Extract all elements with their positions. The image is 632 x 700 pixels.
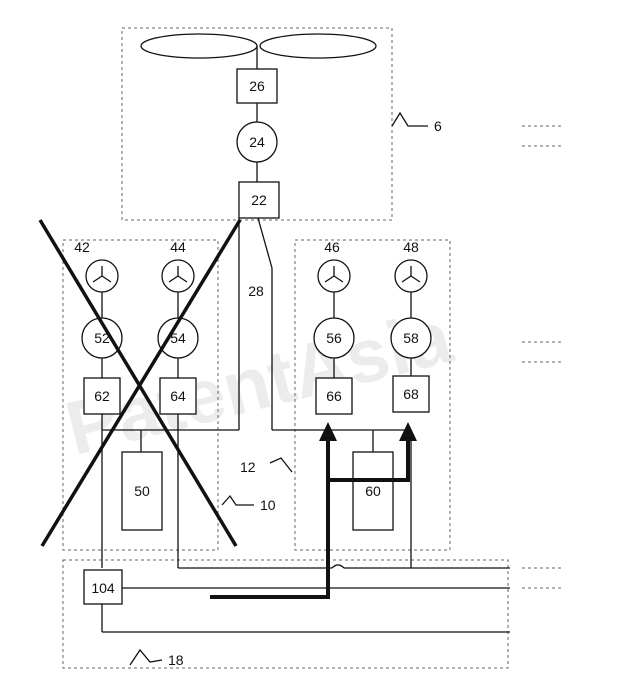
fan-46-icon [317,259,351,293]
lower-bus-lines [101,564,510,633]
gearbox-box [236,68,278,104]
main-converter-box [238,181,280,219]
label-converter-main: 22 [251,192,267,208]
fan-42-icon [85,259,119,293]
label-link-28: 28 [248,283,264,299]
power-flow-path [210,422,417,599]
label-fan-46: 46 [324,239,340,255]
label-motor-54: 54 [170,330,186,346]
controller-104-box [83,569,123,605]
label-motor-58: 58 [403,330,419,346]
leader-12 [269,457,293,473]
label-left-module: 10 [260,497,276,513]
label-rotor-module: 6 [434,118,442,134]
right-edge-dash-marks [522,125,562,589]
leader-18 [129,648,163,666]
label-conv-66: 66 [326,388,342,404]
label-fan-48: 48 [403,239,419,255]
lower-module-boundary [62,559,509,669]
leader-10 [221,494,254,506]
label-conv-68: 68 [403,386,419,402]
rotor-module-boundary [121,27,393,221]
battery-50-box [121,451,163,531]
label-controller-104: 104 [91,580,115,596]
fan-44-icon [161,259,195,293]
fan-48-icon [394,259,428,293]
right-bus [272,429,412,568]
battery-60-box [352,451,394,531]
right-module-boundary [294,239,451,551]
disabled-cross-mark [38,219,242,547]
label-lower-module: 18 [168,652,184,668]
label-motor-56: 56 [326,330,342,346]
converter-68-box [392,375,430,413]
label-fan-44: 44 [170,239,186,255]
converter-66-box [315,377,353,415]
left-bus [101,414,239,568]
label-fan-42: 42 [74,239,90,255]
label-conv-64: 64 [170,388,186,404]
leader-6 [391,111,428,127]
rotor-blades [140,33,377,59]
label-bus: 12 [240,459,256,475]
label-motor-main: 24 [249,134,265,150]
link-28 [238,217,273,430]
label-conv-62: 62 [94,388,110,404]
label-battery-60: 60 [365,483,381,499]
left-module-boundary [62,239,219,551]
label-battery-50: 50 [134,483,150,499]
converter-62-box [83,377,121,415]
label-motor-52: 52 [94,330,110,346]
label-gearbox: 26 [249,78,265,94]
